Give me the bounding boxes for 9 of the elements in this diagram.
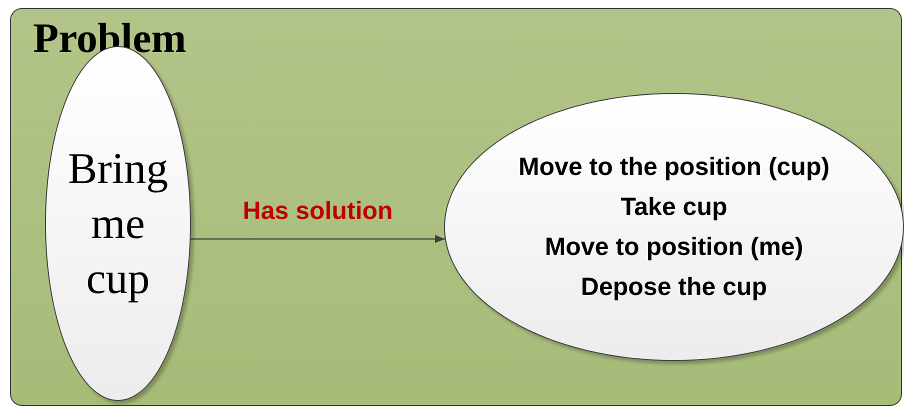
- ellipse-text: Move to the position (cup): [518, 152, 830, 183]
- arrow: [190, 235, 445, 243]
- ellipse-text: Depose the cup: [580, 272, 768, 303]
- problem-panel: [10, 8, 902, 406]
- ellipse-text: Move to position (me): [544, 232, 804, 263]
- panel-heading: Problem: [33, 15, 186, 64]
- ellipse-text: Bring me cup: [66, 143, 170, 305]
- edge-label: Has solution: [242, 199, 393, 224]
- ellipse-text: Take cup: [620, 192, 728, 223]
